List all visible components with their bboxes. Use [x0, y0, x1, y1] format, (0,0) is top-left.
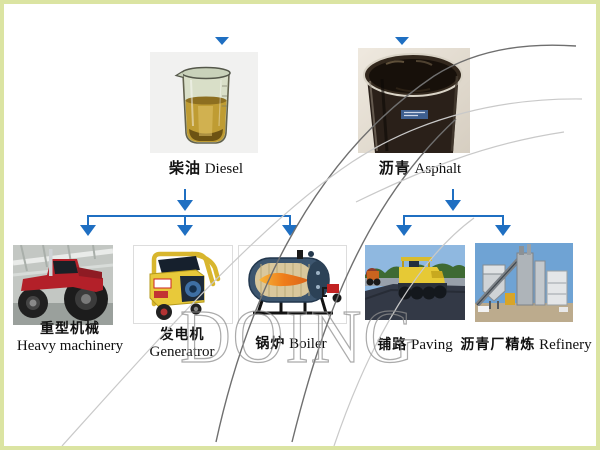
- branch-line: [403, 215, 504, 217]
- arrow-down-icon: [177, 200, 193, 211]
- arrow-down-icon: [80, 225, 96, 236]
- arrow-down-icon: [215, 37, 229, 45]
- asphalt-label: 沥青 Asphalt: [340, 157, 500, 178]
- asphalt-label-en: Asphalt: [414, 161, 462, 177]
- diesel-label-en: Diesel: [204, 161, 244, 177]
- arrow-down-icon: [177, 225, 193, 236]
- arrow-down-icon: [445, 200, 461, 211]
- paving-label-zh: 铺路: [377, 338, 408, 353]
- asphalt-plant-image: [475, 243, 573, 322]
- refinery-label-en: Refinery: [539, 337, 592, 353]
- asphalt-beaker-image: [358, 48, 470, 153]
- generator-image: [134, 246, 232, 323]
- arrow-down-icon: [495, 225, 511, 236]
- arrow-stem: [502, 217, 504, 225]
- boiler-label-en: Boiler: [289, 336, 327, 352]
- arrow-stem: [289, 217, 291, 225]
- arrow-stem: [184, 189, 186, 200]
- refinery-label: 沥青厂精炼 Refinery: [446, 337, 596, 354]
- tractor-image: [13, 245, 113, 325]
- boiler-image: [239, 246, 346, 323]
- asphalt-label-zh: 沥青: [378, 161, 411, 177]
- arrow-stem: [184, 217, 186, 225]
- diesel-label: 柴油 Diesel: [126, 157, 286, 178]
- arrow-stem: [403, 217, 405, 225]
- arrow-stem: [452, 189, 454, 200]
- arrow-stem: [87, 217, 89, 225]
- generator-photo: [133, 245, 233, 324]
- diesel-beaker-image: [150, 52, 258, 153]
- heavy-machinery-photo: [13, 245, 113, 325]
- arrow-down-icon: [282, 225, 298, 236]
- arrow-down-icon: [395, 37, 409, 45]
- diesel-beaker-photo: [150, 52, 258, 153]
- refinery-label-zh: 沥青厂精炼: [460, 338, 536, 353]
- road-roller-image: [365, 245, 465, 320]
- paving-photo: [365, 245, 465, 320]
- boiler-photo: [238, 245, 347, 324]
- diesel-label-zh: 柴油: [168, 161, 201, 177]
- asphalt-beaker-photo: [358, 48, 470, 153]
- boiler-label-zh: 锅炉: [255, 337, 286, 352]
- arrow-down-icon: [396, 225, 412, 236]
- branch-line: [87, 215, 291, 217]
- refinery-photo: [475, 243, 573, 322]
